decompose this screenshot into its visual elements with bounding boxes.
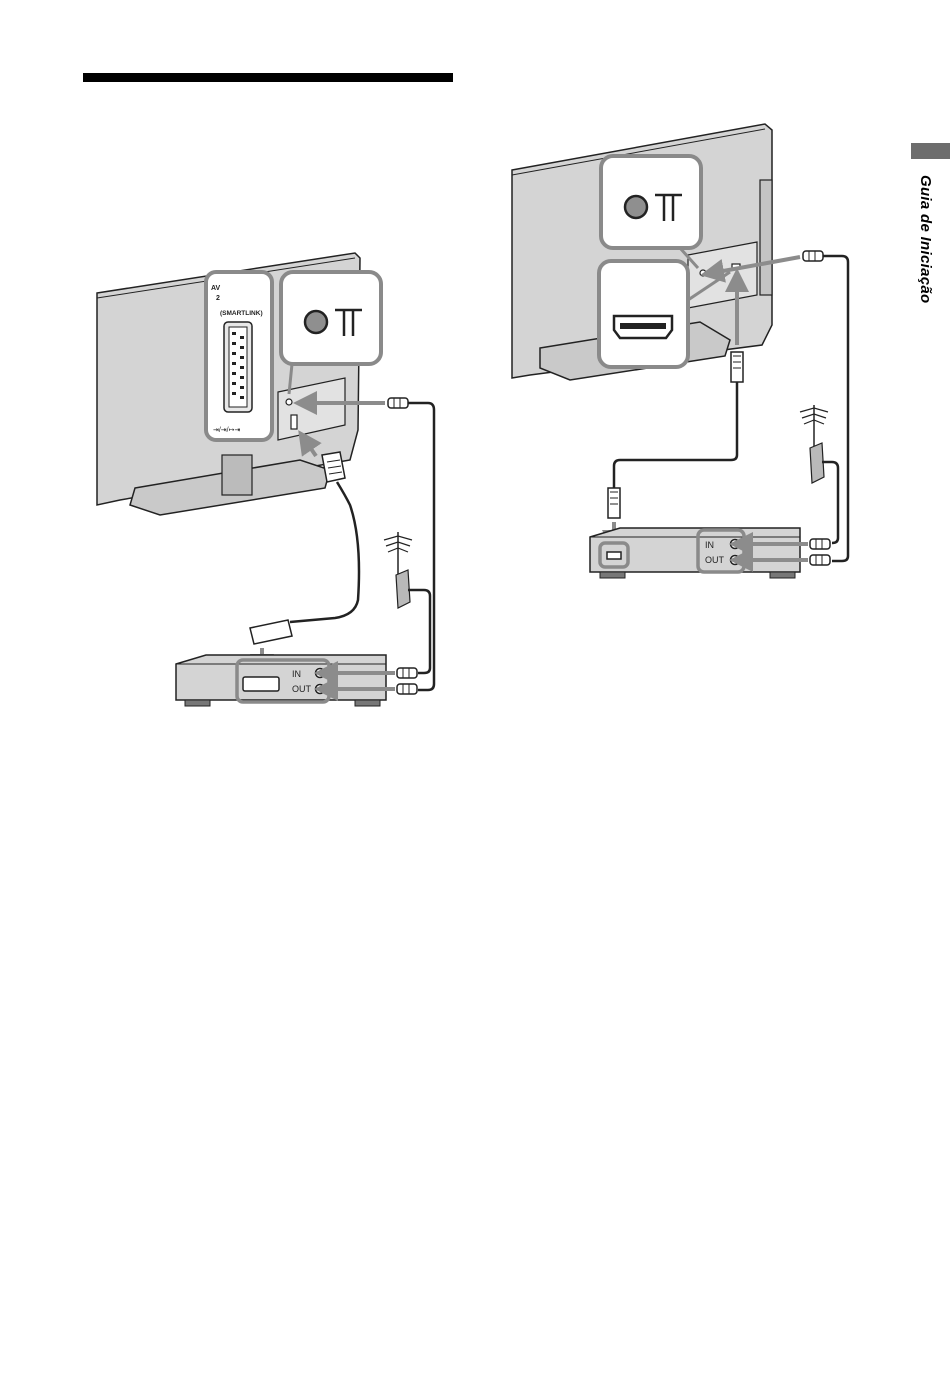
scart-symbols: ⇥/⇥/↦⇥ [213, 427, 240, 434]
recorder-left-in-label: IN [292, 669, 301, 679]
rf-plug-left-in [397, 668, 417, 678]
recorder-left: IN OUT [176, 655, 386, 706]
left-diagram: AV 2 (SMARTLINK) ⇥/⇥/↦⇥ [97, 253, 434, 706]
antenna-jack-callout [281, 272, 381, 364]
recorder-right-in-label: IN [705, 540, 714, 550]
scart-number-label: 2 [216, 295, 220, 302]
right-diagram: IN OUT [512, 124, 848, 578]
scart-av-label: AV [211, 285, 221, 292]
hdmi-callout [599, 261, 688, 367]
antenna-jack-callout-right [601, 156, 701, 248]
rf-plug-left-top [388, 398, 408, 408]
antenna-right [800, 405, 838, 543]
rf-plug-right-top [803, 251, 823, 261]
scart-smartlink-label: (SMARTLINK) [220, 310, 263, 317]
rf-plug-right-out [810, 555, 830, 565]
rf-plug-right-in [810, 539, 830, 549]
recorder-left-out-label: OUT [292, 684, 312, 694]
rf-plug-left-out [397, 684, 417, 694]
recorder-right-out-label: OUT [705, 555, 725, 565]
recorder-right: IN OUT [590, 528, 800, 578]
antenna-left [384, 532, 430, 673]
